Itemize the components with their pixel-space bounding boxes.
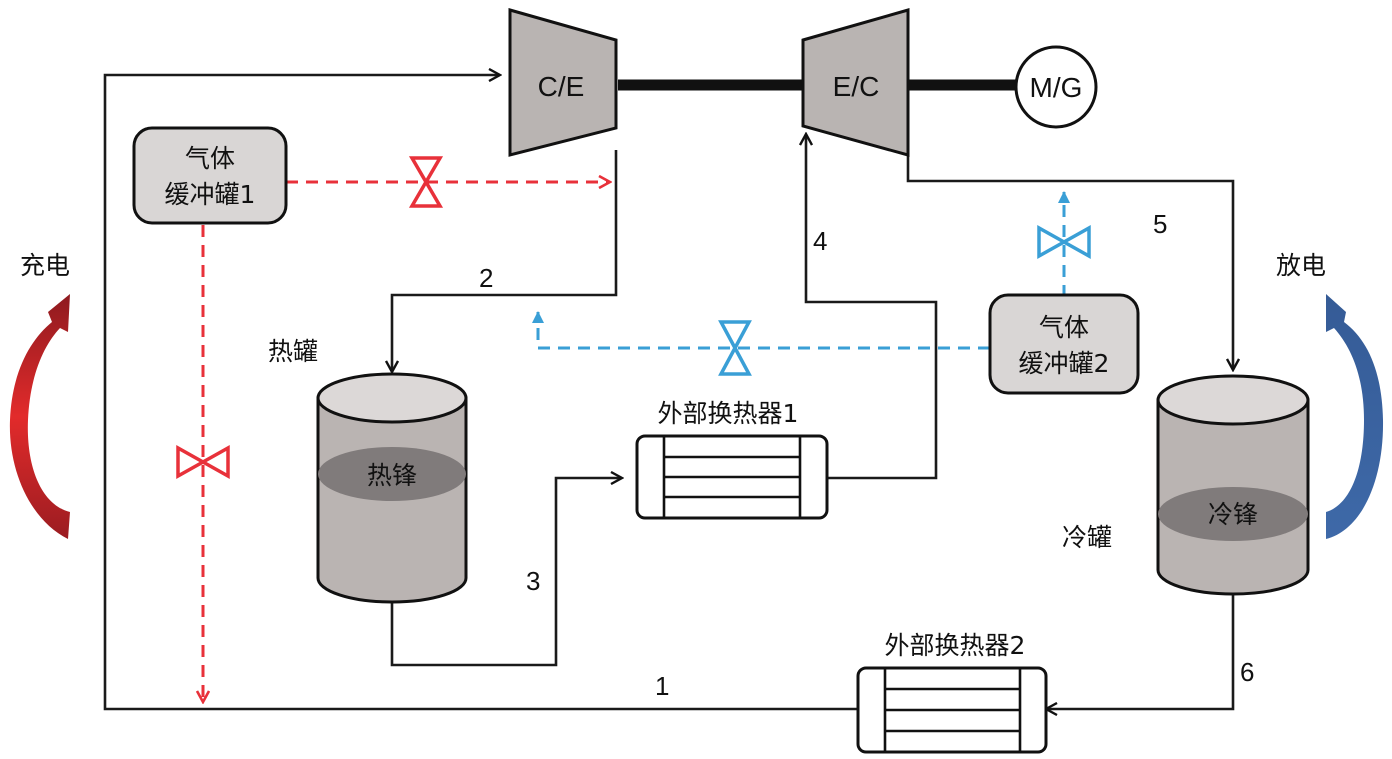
expander-compressor: E/C [801, 8, 910, 157]
buffer2-line1: 气体 [1039, 313, 1089, 342]
cold-front-label: 冷锋 [1208, 500, 1258, 529]
valve-blue-horizontal-icon [718, 320, 752, 376]
motor-generator: M/G [1014, 45, 1098, 129]
pipe-state-1 [103, 75, 858, 711]
compressor-expander-label: C/E [538, 71, 585, 102]
state-point-6: 6 [1240, 657, 1254, 687]
valve-red-vertical-icon [176, 445, 230, 479]
heat-exchanger-2 [856, 666, 1048, 754]
heat-exchanger-1-label: 外部换热器1 [658, 399, 799, 428]
valve-blue-vertical-icon [1037, 225, 1091, 259]
pipe-state-2 [392, 150, 618, 372]
charge-curved-arrow-icon [9, 294, 70, 539]
valve-red-horizontal-icon [408, 156, 444, 208]
discharge-label: 放电 [1276, 251, 1326, 280]
state-point-4: 4 [813, 226, 827, 256]
pipe-state-4 [806, 134, 938, 480]
compressor-expander: C/E [508, 8, 618, 157]
hot-front-label: 热锋 [367, 461, 417, 490]
cold-tank-label: 冷罐 [1062, 523, 1112, 552]
state-point-1: 1 [655, 671, 669, 701]
state-point-2: 2 [479, 263, 493, 293]
pipe-state-6 [1046, 590, 1235, 709]
gas-buffer-tank-2: 气体 缓冲罐2 [988, 293, 1140, 395]
hot-tank: 热锋 [316, 372, 468, 604]
cold-tank: 冷锋 [1156, 374, 1310, 596]
state-point-3: 3 [526, 566, 540, 596]
buffer2-line2: 缓冲罐2 [1019, 349, 1110, 378]
heat-exchanger-2-label: 外部换热器2 [885, 631, 1026, 660]
hot-tank-label: 热罐 [268, 337, 318, 366]
state-point-5: 5 [1153, 209, 1167, 239]
buffer2-to-line2-line [532, 311, 990, 350]
expander-compressor-label: E/C [833, 71, 880, 102]
gas-buffer-tank-1: 气体 缓冲罐1 [132, 126, 288, 225]
heat-exchanger-1 [635, 434, 829, 520]
pipe-state-3 [390, 478, 622, 667]
buffer1-line2: 缓冲罐1 [165, 180, 256, 209]
discharge-curved-arrow-icon [1326, 294, 1384, 539]
pipe-state-5 [906, 155, 1233, 370]
charge-label: 充电 [20, 251, 70, 280]
buffer1-line1: 气体 [185, 144, 235, 173]
motor-generator-label: M/G [1030, 72, 1083, 103]
